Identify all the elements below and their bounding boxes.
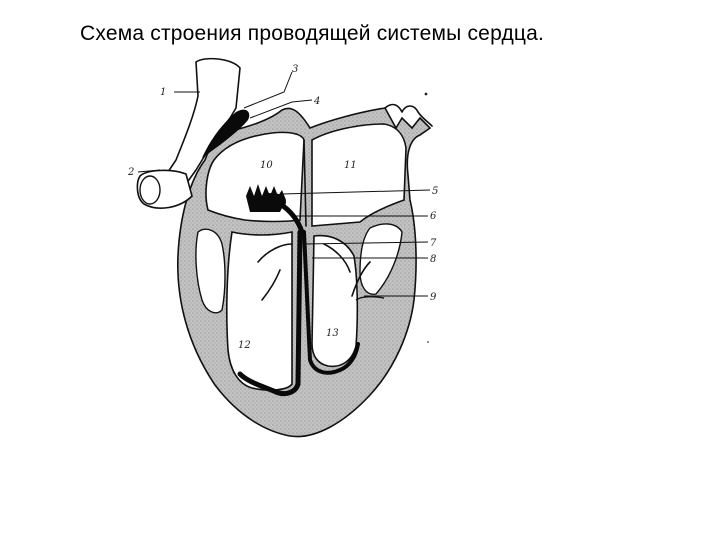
stray-dot-2 xyxy=(427,341,429,343)
left-atrium-cavity xyxy=(311,123,407,227)
label-12: 12 xyxy=(238,340,251,351)
right-bundle-branch xyxy=(237,229,303,397)
label-9: 9 xyxy=(430,292,437,303)
label-4: 4 xyxy=(313,96,320,107)
label-7: 7 xyxy=(430,238,437,249)
leader-lines xyxy=(137,71,431,297)
mitral-valve-leaflet xyxy=(323,243,371,297)
label-13: 13 xyxy=(326,328,339,339)
bundle-of-his xyxy=(277,201,305,235)
label-10: 10 xyxy=(260,160,273,171)
label-2: 2 xyxy=(127,167,134,178)
label-11: 11 xyxy=(344,160,357,171)
left-ventricle-cavity xyxy=(311,234,359,368)
mitral-recess xyxy=(359,223,403,295)
right-ventricle-cavity xyxy=(226,231,293,391)
pulmonary-veins xyxy=(384,103,433,127)
slide-title: Схема строения проводящей системы сердца… xyxy=(80,22,545,45)
label-5: 5 xyxy=(432,186,438,197)
tricuspid-recess xyxy=(195,228,226,314)
stray-dot xyxy=(424,92,428,96)
purkinje-fibers xyxy=(355,295,385,301)
label-6: 6 xyxy=(430,211,437,222)
sinoatrial-node xyxy=(202,109,250,158)
interatrial-septum xyxy=(303,139,307,227)
inferior-vena-cava-opening xyxy=(139,175,161,205)
label-3: 3 xyxy=(292,64,298,75)
tricuspid-valve-leaflet xyxy=(257,243,293,301)
label-8: 8 xyxy=(430,254,436,265)
label-1: 1 xyxy=(160,87,166,98)
left-bundle-branch xyxy=(302,230,360,375)
atrioventricular-node xyxy=(246,184,286,212)
